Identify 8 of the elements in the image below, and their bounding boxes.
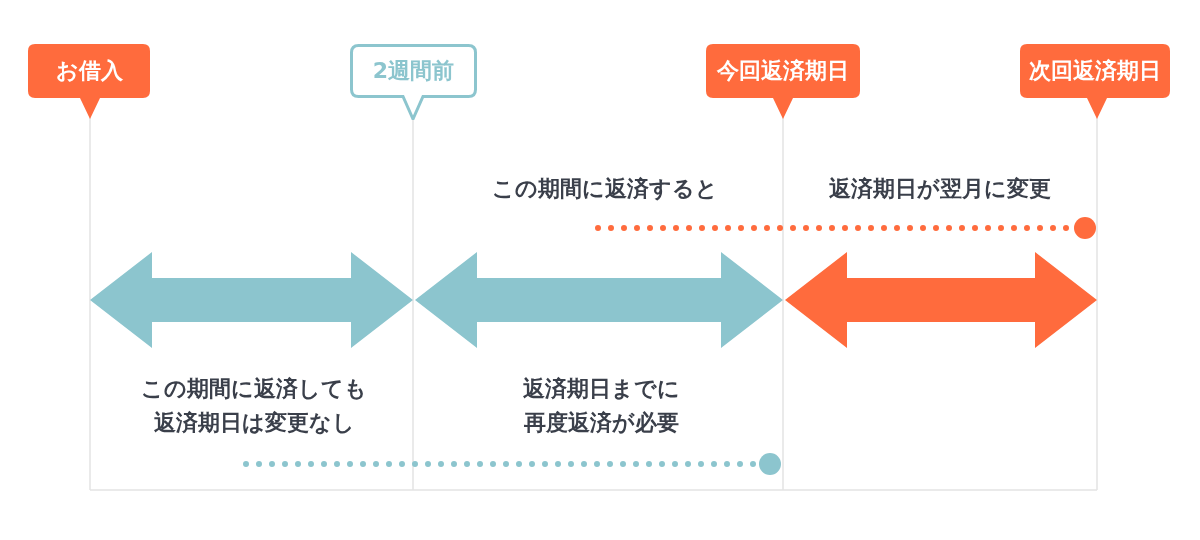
callout-label: お借入 (28, 44, 150, 120)
callout-label: 次回返済期日 (1020, 44, 1170, 120)
period-note: この期間に返済しても返済期日は変更なし (140, 375, 368, 437)
period-note: 返済期日が翌月に変更 (828, 175, 1052, 203)
callout-label: 今回返済期日 (706, 44, 860, 120)
period-note: 返済期日までに再度返済が必要 (521, 375, 681, 437)
callout-label: 2週間前 (350, 44, 477, 120)
period-note: この期間に返済すると (491, 175, 719, 203)
